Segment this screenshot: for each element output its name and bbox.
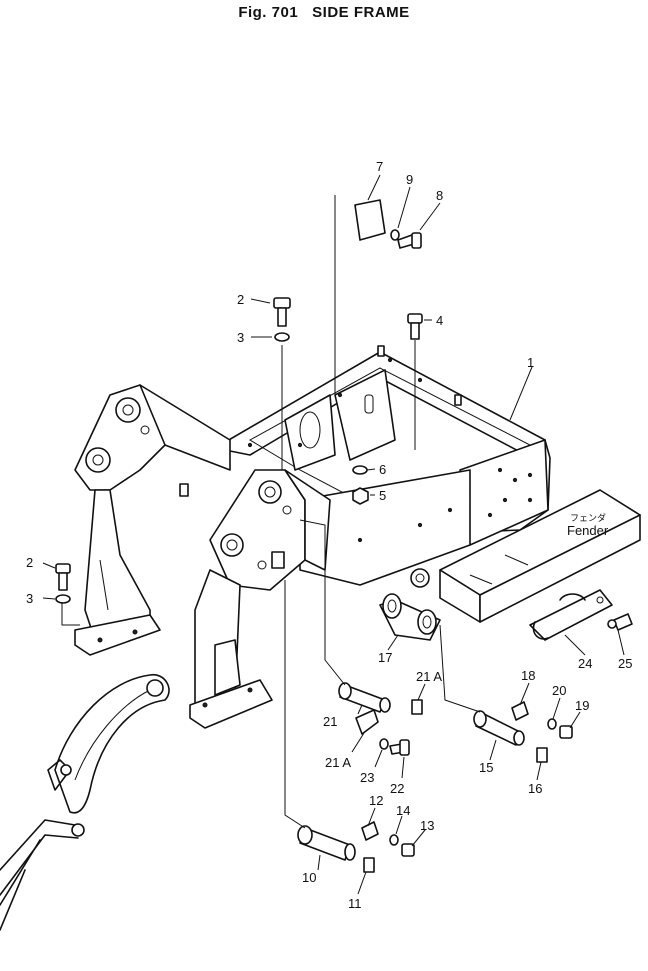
fender-jp-label: フェンダ: [570, 512, 606, 523]
part-number-9: 9: [406, 172, 413, 187]
part-number-11: 11: [348, 896, 362, 911]
part-number-5: 5: [379, 488, 386, 503]
part-number-1: 1: [527, 355, 534, 370]
part-number-21: 21: [323, 714, 337, 729]
fender-bracket: [379, 568, 441, 641]
part-number-15: 15: [479, 760, 493, 775]
part-number-22: 21 A: [416, 669, 442, 684]
part-number-13: 13: [420, 818, 434, 833]
part-number-4: 4: [436, 313, 443, 328]
part-number-3-lower: 3: [26, 591, 33, 606]
side-frame-body: [179, 345, 551, 586]
part-number-21a: 21 A: [325, 755, 351, 770]
part-number-8: 8: [436, 188, 443, 203]
boom-support-front: [97, 469, 331, 729]
part-number-23: 22: [390, 781, 404, 796]
part-number-10: 10: [302, 870, 316, 885]
part-number-26: 25: [618, 656, 632, 671]
leader-lines: [42, 174, 625, 895]
part-number-6: 6: [379, 462, 386, 477]
boom-arm: [0, 674, 170, 931]
fender-plate: フェンダ Fender: [439, 489, 641, 623]
part-number-24: 23: [360, 770, 374, 785]
part-number-16: 16: [528, 781, 542, 796]
part-number-12: 12: [369, 793, 383, 808]
fender-label: Fender: [567, 523, 609, 538]
part-number-19: 19: [575, 698, 589, 713]
fasteners: [55, 199, 633, 873]
boom-support-rear: [74, 384, 231, 656]
part-number-20: 20: [552, 683, 566, 698]
part-number-3: 3: [237, 330, 244, 345]
part-number-25: 24: [578, 656, 592, 671]
part-number-14: 14: [396, 803, 410, 818]
part-labels: 7 9 8 2 3 4 1 6 5 2 3 17 24 25 21 A 18 2…: [26, 159, 632, 911]
part-number-17: 17: [378, 650, 392, 665]
part-number-2-lower: 2: [26, 555, 33, 570]
part-number-18: 18: [521, 668, 535, 683]
part-number-7: 7: [376, 159, 383, 174]
part-number-2: 2: [237, 292, 244, 307]
clamp-part-25: [529, 589, 613, 641]
page-title: Fig. 701 SIDE FRAME: [238, 4, 410, 21]
